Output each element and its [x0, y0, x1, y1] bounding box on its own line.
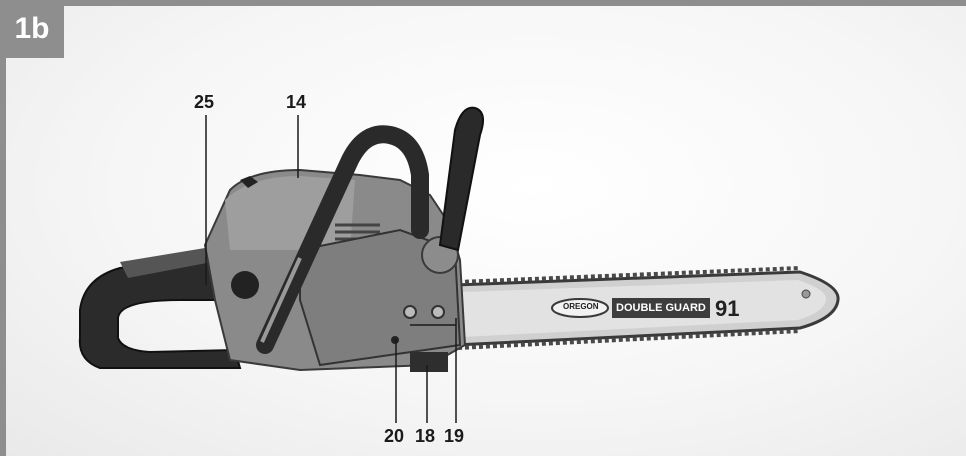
- double-guard-text: DOUBLE GUARD: [616, 302, 706, 314]
- oregon-logo: [551, 298, 609, 318]
- chain-catcher: [410, 352, 448, 372]
- figure-badge: 1b: [0, 0, 64, 58]
- guide-bar: [453, 266, 840, 350]
- chain-brake-guard: [438, 106, 485, 252]
- callout-leaders: [205, 115, 457, 423]
- rear-handle: [78, 248, 242, 369]
- callout-20: 20: [384, 426, 405, 446]
- double-guard-plate: [612, 298, 710, 318]
- model-number: 91: [715, 296, 740, 321]
- front-handle: [256, 125, 429, 354]
- callout-19: 19: [444, 426, 465, 446]
- callout-25: 25: [194, 92, 215, 112]
- bar-nut-front: [403, 305, 417, 319]
- callout-14: 14: [286, 92, 307, 112]
- oregon-text: OREGON: [563, 302, 599, 311]
- bar-nut-rear: [431, 305, 445, 319]
- chain-tensioner: [391, 336, 399, 344]
- figure-frame: [6, 6, 966, 456]
- callout-18: 18: [415, 426, 436, 446]
